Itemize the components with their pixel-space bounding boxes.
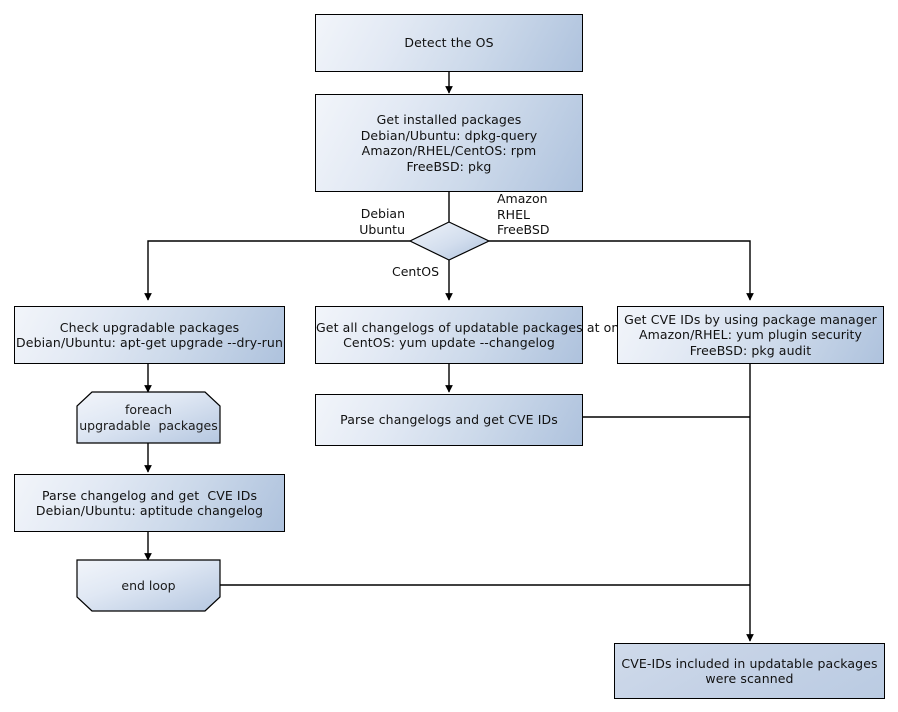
node-foreach-loop[interactable]: foreach upgradable packages — [77, 392, 220, 443]
node-detect-os[interactable]: Detect the OS — [315, 14, 583, 72]
node-get-installed-packages[interactable]: Get installed packages Debian/Ubuntu: dp… — [315, 94, 583, 192]
edge-label-amazon-rhel-freebsd: Amazon RHEL FreeBSD — [497, 191, 550, 237]
os-decision-diamond — [408, 221, 491, 261]
node-parse-changelogs-multi[interactable]: Parse changelogs and get CVE IDs — [315, 394, 583, 446]
edge-decision-right — [489, 240, 754, 301]
node-get-cve-package-manager[interactable]: Get CVE IDs by using package manager Ama… — [617, 306, 884, 364]
node-parse-changelog-single[interactable]: Parse changelog and get CVE IDs Debian/U… — [14, 474, 285, 532]
node-get-cve-package-manager-label: Get CVE IDs by using package manager Ama… — [624, 311, 877, 358]
node-detect-os-label: Detect the OS — [404, 35, 494, 51]
node-check-upgradable-label: Check upgradable packages Debian/Ubuntu:… — [16, 319, 283, 351]
edge-label-debian-ubuntu: Debian Ubuntu — [359, 206, 405, 237]
node-get-installed-packages-label: Get installed packages Debian/Ubuntu: dp… — [360, 112, 538, 174]
node-parse-changelogs-multi-label: Parse changelogs and get CVE IDs — [340, 412, 558, 428]
node-get-all-changelogs-label: Get all changelogs of updatable packages… — [316, 319, 634, 351]
node-scanned-result-label: CVE-IDs included in updatable packages w… — [621, 655, 878, 687]
node-end-loop-label: end loop — [121, 577, 176, 593]
node-end-loop[interactable]: end loop — [77, 560, 220, 611]
node-foreach-loop-label: foreach upgradable packages — [79, 402, 218, 433]
edge-label-centos: CentOS — [391, 264, 439, 279]
node-scanned-result[interactable]: CVE-IDs included in updatable packages w… — [614, 643, 885, 699]
node-check-upgradable[interactable]: Check upgradable packages Debian/Ubuntu:… — [14, 306, 285, 364]
node-parse-changelog-single-label: Parse changelog and get CVE IDs Debian/U… — [35, 487, 264, 519]
node-get-all-changelogs[interactable]: Get all changelogs of updatable packages… — [315, 306, 634, 364]
